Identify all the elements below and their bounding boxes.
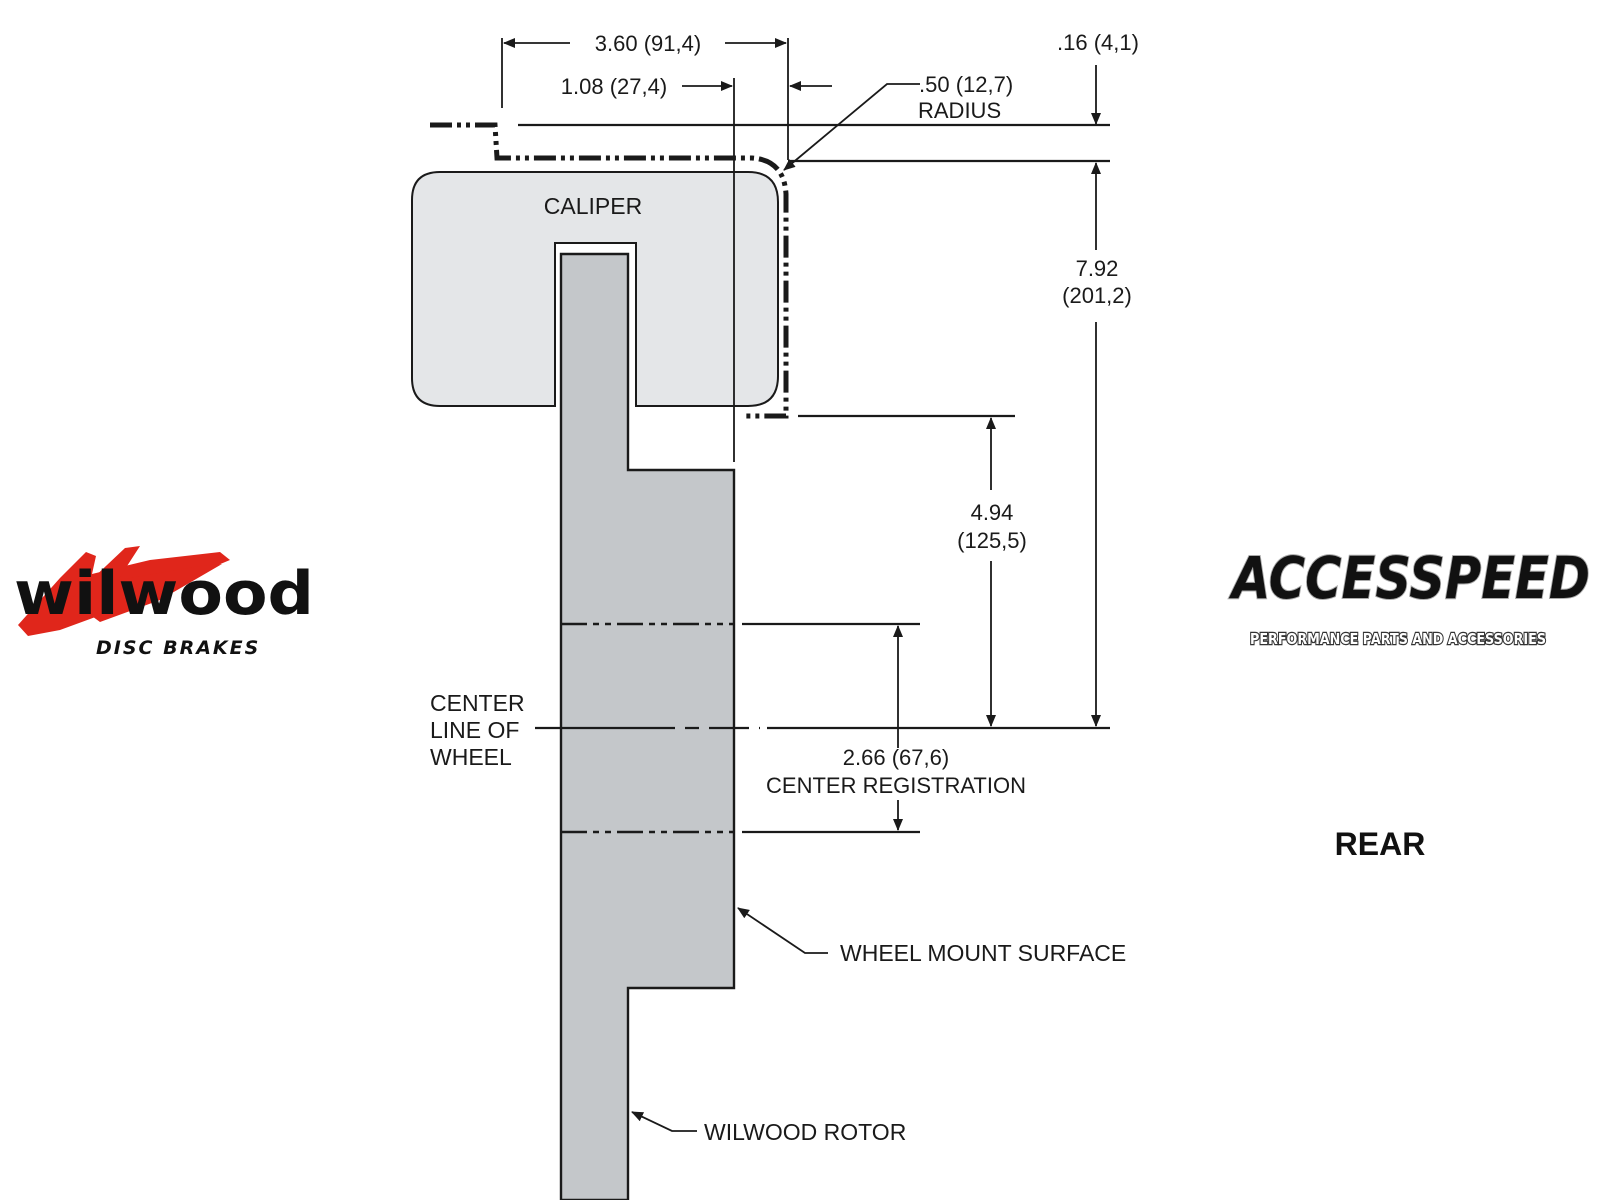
dim-lower-height-mm: (125,5) <box>957 528 1027 553</box>
view-label: REAR <box>1335 826 1426 862</box>
dim-overall-height-mm: (201,2) <box>1062 283 1132 308</box>
dim-radius: .50 (12,7) <box>919 72 1013 97</box>
logo-red-swoosh-2 <box>70 546 222 622</box>
caliper-body <box>411 171 779 407</box>
rotor-leader <box>631 1111 697 1132</box>
logo-wilwood-text: wilwood <box>14 559 314 629</box>
rotor-label: WILWOOD ROTOR <box>704 1119 906 1145</box>
dim-overall-width: 3.60 (91,4) <box>595 31 701 56</box>
dim-center-reg: 2.66 (67,6) <box>843 745 949 770</box>
accesspeed-logo: ACCESSPEED PERFORMANCE PARTS AND ACCESSO… <box>1228 543 1591 649</box>
wheel-mount-label: WHEEL MOUNT SURFACE <box>840 940 1126 966</box>
clearance-envelope <box>430 122 789 419</box>
centerline-label-2: LINE OF <box>430 717 519 743</box>
dim-overall-height-in: 7.92 <box>1076 256 1119 281</box>
centerline-label-1: CENTER <box>430 690 525 716</box>
dim-lower-height-in: 4.94 <box>971 500 1014 525</box>
caliper-label: CALIPER <box>544 193 642 219</box>
dim-offset-width: 1.08 (27,4) <box>561 74 667 99</box>
dim-top-clearance: .16 (4,1) <box>1057 30 1139 55</box>
logo-accesspeed-text: ACCESSPEED <box>1229 544 1590 612</box>
wilwood-logo: wilwood DISC BRAKES <box>14 546 314 659</box>
dim-radius-label: RADIUS <box>918 98 1001 123</box>
logo-accesspeed-tagline: PERFORMANCE PARTS AND ACCESSORIES <box>1250 630 1546 648</box>
wheel-mount-leader <box>737 907 828 954</box>
logo-wilwood-tagline: DISC BRAKES <box>96 637 260 659</box>
dim-center-reg-label: CENTER REGISTRATION <box>766 773 1026 798</box>
centerline-label-3: WHEEL <box>430 744 512 770</box>
radius-leader <box>783 83 920 171</box>
